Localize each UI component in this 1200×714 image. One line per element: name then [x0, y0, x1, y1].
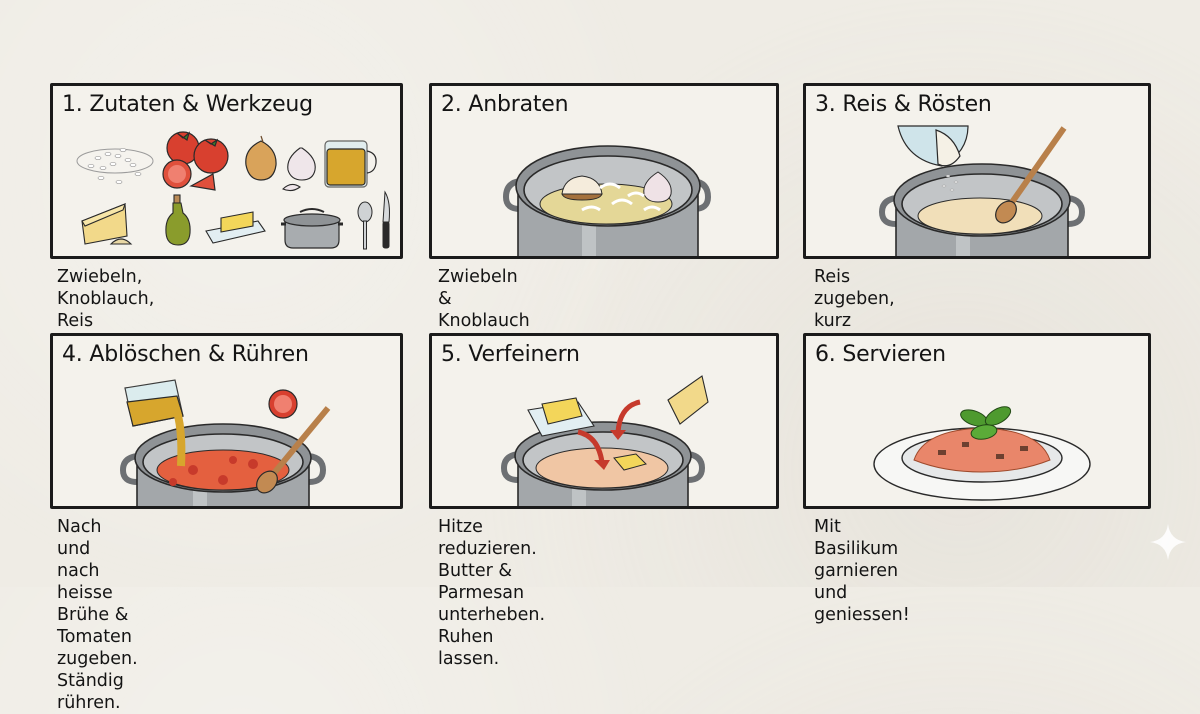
step-5-caption: Hitze reduzieren. Butter & Parmesan unte…	[438, 517, 546, 669]
deglaze-stir-illustration	[119, 379, 331, 506]
step-5-panel: 5. Verfeinern	[429, 333, 779, 509]
step-5-title: 5. Verfeinern	[441, 342, 580, 367]
pot-icon	[119, 423, 327, 506]
serve-illustration	[873, 406, 1091, 501]
toast-rice-illustration	[878, 125, 1086, 256]
tomato-half-icon	[268, 389, 298, 419]
basil-icon	[960, 406, 1012, 440]
garlic-bulb-icon	[643, 171, 672, 203]
tomato-icon	[162, 131, 229, 191]
step-4-caption: Nach und nach heisse Brühe & Tomaten zug…	[57, 517, 138, 713]
risotto-mound-icon	[913, 427, 1051, 473]
red-arrow-icon	[577, 399, 641, 463]
olive-oil-icon	[165, 194, 191, 246]
step-4-panel: 4. Ablöschen & Rühren	[50, 333, 403, 509]
rice-bowl-icon	[897, 125, 969, 167]
saute-onion-illustration	[502, 145, 712, 256]
wooden-spoon-icon	[256, 406, 331, 494]
parmesan-icon	[81, 203, 133, 245]
step-6-caption: Mit Basilikum garnieren und geniessen!	[814, 517, 910, 625]
spoon-icon	[357, 201, 373, 250]
knife-icon	[382, 190, 390, 249]
step-2-panel: 2. Anbraten	[429, 83, 779, 259]
butter-pat-icon	[613, 453, 647, 471]
wooden-spoon-icon	[995, 126, 1067, 224]
onion-half-icon	[561, 175, 603, 201]
butter-icon	[205, 211, 266, 244]
ingredients-illustration	[76, 131, 390, 250]
refine-illustration	[500, 375, 709, 506]
step-6-title: 6. Servieren	[815, 342, 946, 367]
step-4-title: 4. Ablöschen & Rühren	[62, 342, 309, 367]
onion-icon	[245, 135, 277, 181]
step-1-panel: 1. Zutaten & Werkzeug	[50, 83, 403, 259]
step-3-panel: 3. Reis & Rösten	[803, 83, 1151, 259]
parmesan-icon	[667, 375, 709, 425]
falling-rice-icon	[941, 174, 959, 192]
meat-pieces-icon	[938, 442, 1028, 459]
sparkle-icon	[1150, 524, 1186, 560]
arrow-heads-icon	[594, 430, 626, 470]
cooking-pot-icon	[281, 208, 343, 249]
pot-icon	[878, 163, 1086, 256]
step-3-title: 3. Reis & Rösten	[815, 92, 992, 117]
step-1-title: 1. Zutaten & Werkzeug	[62, 92, 313, 117]
garlic-icon	[282, 147, 316, 192]
broth-jug-icon	[324, 140, 377, 188]
broth-jug-icon	[124, 379, 186, 467]
pot-icon	[502, 145, 712, 256]
step-2-title: 2. Anbraten	[441, 92, 569, 117]
step-6-panel: 6. Servieren	[803, 333, 1151, 509]
onion-rings-icon	[581, 182, 661, 212]
butter-dish-icon	[527, 397, 595, 437]
rice-pile-icon	[76, 148, 154, 184]
